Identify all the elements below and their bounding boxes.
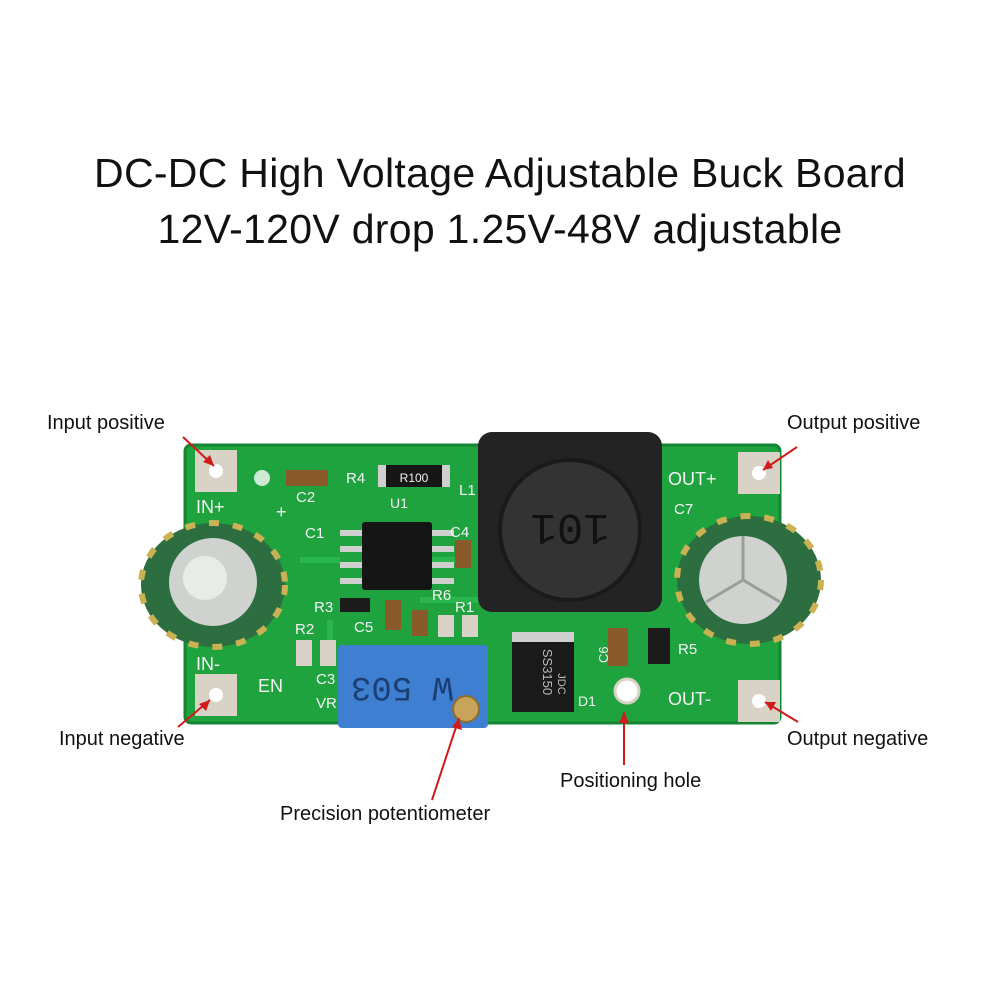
- label-plus: +: [276, 502, 287, 522]
- callout-positioning-hole: Positioning hole: [560, 770, 702, 792]
- label-r2: R2: [295, 621, 314, 638]
- resistor-r5: [648, 628, 670, 664]
- r4-marking: R100: [400, 471, 429, 485]
- capacitor-c5: [385, 600, 401, 630]
- label-en: EN: [258, 676, 283, 696]
- label-c2: C2: [296, 489, 315, 506]
- label-in-minus: IN-: [196, 654, 220, 674]
- callout-arrows: [177, 436, 799, 801]
- label-r3: R3: [314, 599, 333, 616]
- label-c1: C1: [305, 525, 324, 542]
- label-r1: R1: [455, 599, 474, 616]
- chip-u1: [340, 522, 454, 590]
- label-in-plus: IN+: [196, 497, 225, 517]
- label-r6: R6: [432, 587, 451, 604]
- label-c4: C4: [450, 524, 469, 541]
- inductor: 101: [478, 432, 662, 612]
- positioning-hole: [613, 677, 641, 705]
- callout-input-negative: Input negative: [59, 728, 185, 750]
- output-capacitor: [674, 513, 824, 647]
- label-c5: C5: [354, 619, 373, 636]
- callout-precision-potentiometer: Precision potentiometer: [280, 803, 491, 825]
- label-r5: R5: [678, 641, 697, 658]
- label-out-plus: OUT+: [668, 469, 717, 489]
- label-c6: C6: [596, 646, 611, 663]
- diode-sub-marking: JDC: [555, 673, 567, 694]
- diode-marking: SS3150: [540, 649, 555, 695]
- capacitor-c6: [608, 628, 628, 666]
- callout-output-positive: Output positive: [787, 412, 921, 434]
- resistor-r3: [340, 598, 370, 612]
- resistor-r1: [438, 615, 454, 637]
- precision-potentiometer[interactable]: W 503: [338, 645, 488, 728]
- resistor-r2: [296, 640, 312, 666]
- diode-d1: SS3150 JDC: [512, 632, 574, 712]
- label-out-minus: OUT-: [668, 689, 711, 709]
- capacitor-c4: [455, 540, 471, 568]
- label-vr: VR: [316, 695, 337, 712]
- input-capacitor: [138, 520, 288, 650]
- resistor-r4: [382, 465, 446, 487]
- label-d1: D1: [578, 693, 596, 709]
- potentiometer-marking: W 503: [351, 667, 453, 705]
- label-r4: R4: [346, 470, 365, 487]
- label-u1: U1: [390, 495, 408, 511]
- callout-input-positive: Input positive: [47, 412, 165, 434]
- label-c3: C3: [316, 671, 335, 688]
- potentiometer-screw[interactable]: [452, 695, 480, 723]
- page-subtitle: 12V-120V drop 1.25V-48V adjustable: [157, 206, 843, 252]
- label-c7: C7: [674, 501, 693, 518]
- page-title: DC-DC High Voltage Adjustable Buck Board: [94, 150, 906, 196]
- resistor-r6: [412, 610, 428, 636]
- callout-output-negative: Output negative: [787, 728, 929, 750]
- capacitor-c2: [286, 470, 328, 486]
- label-l1: L1: [459, 482, 476, 499]
- inductor-marking: 101: [530, 501, 609, 551]
